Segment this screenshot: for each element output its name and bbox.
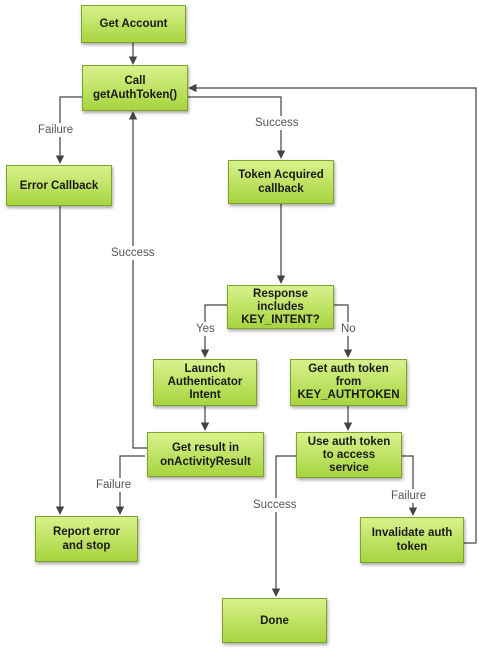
label-failure-to-error-callback: Failure (36, 123, 76, 137)
label-success-loop: Success (109, 246, 157, 260)
node-invalidate-line2: token (396, 541, 428, 553)
node-use-token-line3: service (329, 461, 369, 474)
node-get-account: Get Account (81, 5, 186, 43)
connector-call-to-token-acquired (187, 96, 286, 159)
node-launch-line1: Launch (184, 363, 226, 375)
node-get-result-line1: Get result in (171, 441, 240, 454)
label-yes: Yes (194, 322, 217, 336)
node-response-line1: Response (253, 287, 308, 300)
node-invalidate-line1: Invalidate auth (371, 527, 453, 539)
label-no: No (339, 322, 358, 336)
node-launch-authenticator-intent: Launch Authenticator Intent (153, 359, 257, 406)
node-error-callback: Error Callback (6, 165, 112, 206)
label-failure-to-report-error: Failure (94, 478, 134, 492)
connector-use-token-to-invalidate (402, 455, 418, 516)
node-report-error-and-stop: Report error and stop (35, 516, 138, 562)
node-response-includes-key-intent: Response includes KEY_INTENT? (227, 285, 334, 329)
node-done: Done (222, 598, 327, 643)
connector-response-to-launch (200, 304, 227, 358)
label-success-to-done: Success (251, 498, 299, 512)
node-call-label-line1: Call (124, 75, 146, 87)
node-token-acquired-callback: Token Acquired callback (228, 160, 334, 204)
node-get-token-line1: Get auth token (308, 363, 389, 375)
label-failure-to-invalidate: Failure (389, 489, 429, 503)
node-report-error-line2: and stop (62, 540, 111, 552)
connector-get-result-success-loop (128, 111, 147, 449)
node-call-label-line2: getAuthToken() (92, 89, 178, 101)
node-launch-line2: Authenticator (167, 376, 243, 388)
connector-response-to-get-token (334, 304, 353, 358)
node-token-acquired-line2: callback (258, 183, 304, 195)
node-response-line3: KEY_INTENT? (241, 313, 320, 326)
connector-use-token-to-done (271, 455, 296, 597)
node-error-callback-label: Error Callback (19, 179, 99, 192)
node-token-acquired-line1: Token Acquired (238, 169, 324, 181)
node-get-auth-token-from-key: Get auth token from KEY_AUTHTOKEN (290, 359, 407, 406)
node-use-auth-token: Use auth token to access service (296, 432, 402, 478)
node-get-result-line2: onActivityResult (160, 455, 251, 468)
node-invalidate-auth-token: Invalidate auth token (360, 517, 464, 563)
node-use-token-line1: Use auth token (307, 435, 391, 448)
connector-get-result-to-report-error (115, 455, 145, 515)
connector-invalidate-retry-loop (188, 83, 477, 544)
node-launch-line3: Intent (189, 389, 221, 401)
label-success-to-token-acquired: Success (253, 116, 301, 130)
node-call-get-auth-token: Call getAuthToken() (82, 65, 188, 111)
node-get-token-line2: from (335, 376, 362, 388)
node-get-account-label: Get Account (99, 18, 168, 30)
node-response-line2: includes (257, 300, 304, 313)
node-done-label: Done (260, 614, 289, 627)
node-get-result-on-activity-result: Get result in onActivityResult (147, 432, 264, 477)
connector-call-to-error-callback (55, 96, 83, 164)
node-get-token-line3: KEY_AUTHTOKEN (297, 389, 400, 401)
node-report-error-line1: Report error (52, 526, 121, 538)
node-use-token-line2: to access (322, 448, 376, 461)
